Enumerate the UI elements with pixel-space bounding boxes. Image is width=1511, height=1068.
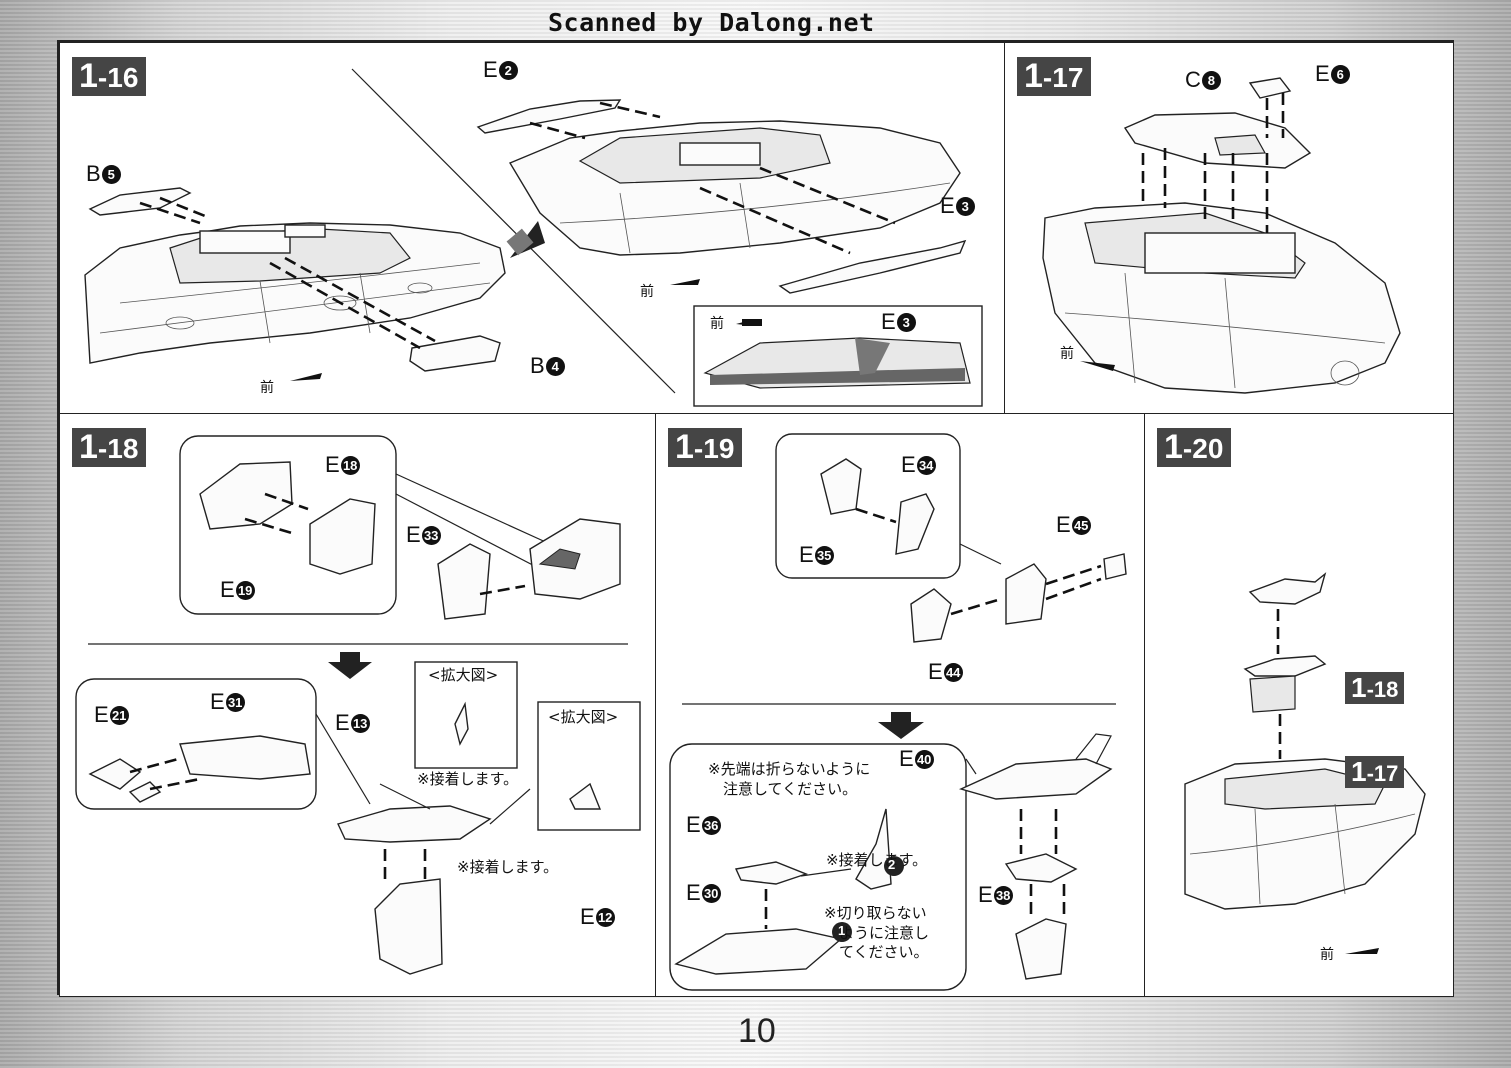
final-assembly-illustration: [1184, 572, 1426, 954]
step-number: 1-18: [72, 428, 147, 467]
step-panel-1-19: 1-19: [655, 413, 1146, 997]
front-label: 前: [640, 284, 654, 300]
order-mark-2: 2: [888, 857, 896, 872]
tip-warning-note: ※先端は折らないように 注意してください。: [708, 760, 871, 798]
callout-title: <拡大図>: [548, 708, 619, 726]
step-number: 1-19: [668, 428, 743, 467]
step-panel-1-20: 1-20 1-18 1-17 前: [1144, 413, 1454, 997]
glue-note: ※接着します。: [417, 770, 519, 788]
ship-assembly-illustration: [84, 68, 983, 407]
parts-assembly-illustration: [669, 433, 1127, 991]
ship-assembly-illustration: [1042, 77, 1401, 394]
step-panel-1-16: 1-16: [59, 42, 1006, 415]
glue-note: ※接着します。: [457, 858, 559, 876]
front-label: 前: [1320, 947, 1334, 963]
front-label: 前: [1060, 346, 1074, 362]
parts-assembly-illustration: [75, 435, 641, 975]
page-number: 10: [738, 1012, 776, 1050]
step-number: 1-17: [1017, 57, 1092, 96]
reference-step-1-17: 1-17: [1345, 756, 1405, 788]
reference-step-1-18: 1-18: [1345, 672, 1405, 704]
front-label: 前: [710, 316, 724, 332]
glue-note: ※接着します。: [826, 851, 928, 869]
callout-title: <拡大図>: [428, 666, 499, 684]
scan-credit: Scanned by Dalong.net: [548, 8, 875, 37]
front-label: 前: [260, 380, 274, 396]
step-number: 1-16: [72, 57, 147, 96]
step-number: 1-20: [1157, 428, 1232, 467]
cut-warning-note: ※切り取らない ように注意し てください。: [824, 904, 930, 961]
step-panel-1-18: 1-18: [59, 413, 657, 997]
order-mark-1: 1: [838, 923, 846, 938]
instruction-sheet: 1-16: [57, 40, 1454, 997]
